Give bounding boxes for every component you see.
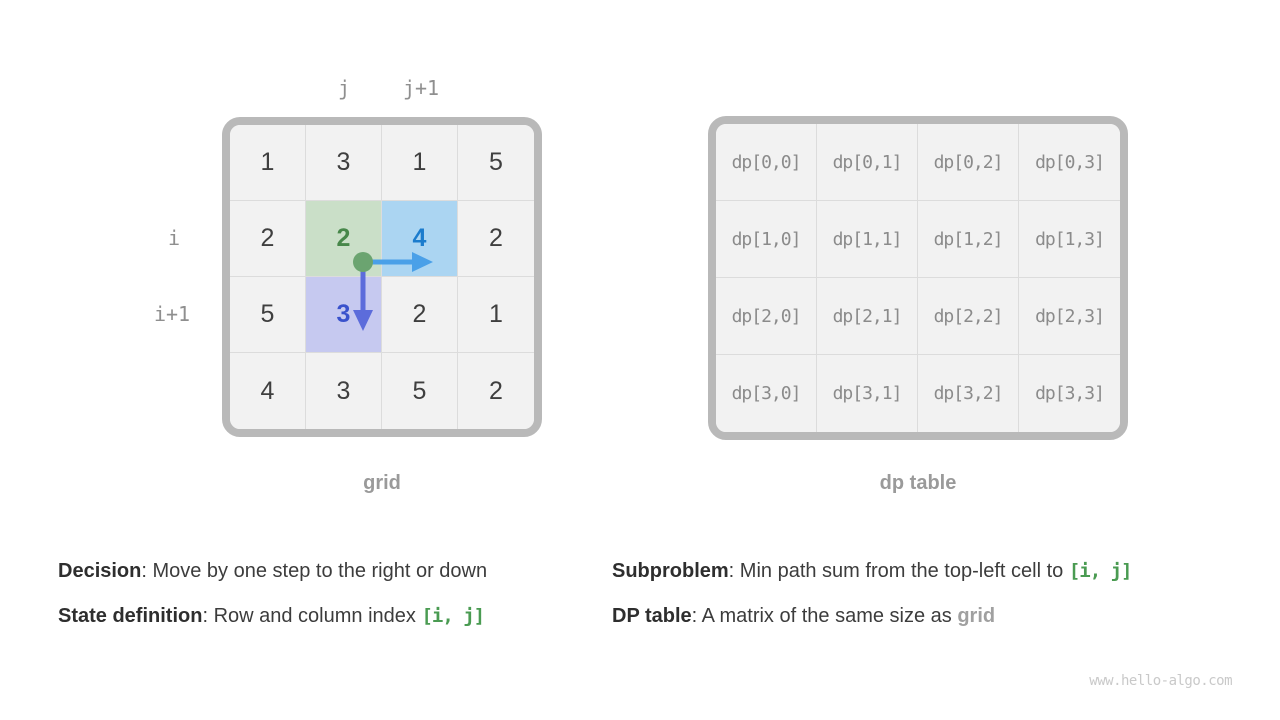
dp-cell: dp[1,0] xyxy=(716,201,817,278)
col-index-label-j: j xyxy=(337,76,351,100)
note-text: : A matrix of the same size as xyxy=(691,605,958,627)
grid-cell-current: 2 xyxy=(306,201,382,277)
grid-cell: 2 xyxy=(382,277,458,353)
note-label: Decision xyxy=(58,560,142,582)
note-state-definition: State definition: Row and column index [… xyxy=(58,594,487,639)
note-label: DP table xyxy=(612,605,692,627)
grid-cell: 3 xyxy=(306,353,382,429)
dp-cell: dp[0,0] xyxy=(716,124,817,201)
grid-cell: 5 xyxy=(458,125,534,201)
dp-cell: dp[3,2] xyxy=(918,355,1019,432)
dp-cell: dp[0,1] xyxy=(817,124,918,201)
grid-cell-down-target: 3 xyxy=(306,277,382,353)
note-dp-table: DP table: A matrix of the same size as g… xyxy=(612,594,1131,639)
notes-left: Decision: Move by one step to the right … xyxy=(58,549,487,639)
note-text: : Min path sum from the top-left cell to xyxy=(728,560,1069,582)
dp-cell: dp[2,1] xyxy=(817,278,918,355)
grid-cell: 3 xyxy=(306,125,382,201)
dp-cell: dp[0,2] xyxy=(918,124,1019,201)
dp-cell: dp[0,3] xyxy=(1019,124,1120,201)
grid-matrix: 1 3 1 5 2 2 4 2 5 3 2 1 4 3 5 2 xyxy=(222,117,542,437)
dp-cell: dp[1,3] xyxy=(1019,201,1120,278)
dp-cell: dp[2,0] xyxy=(716,278,817,355)
note-code: [i, j] xyxy=(421,605,485,627)
grid-cell: 2 xyxy=(230,201,306,277)
grid-cell-right-target: 4 xyxy=(382,201,458,277)
grid-cell: 5 xyxy=(230,277,306,353)
grid-cell: 5 xyxy=(382,353,458,429)
col-index-label-j-plus-1: j+1 xyxy=(402,76,440,100)
grid-cell: 2 xyxy=(458,353,534,429)
note-subproblem: Subproblem: Min path sum from the top-le… xyxy=(612,549,1133,594)
dp-cell: dp[3,3] xyxy=(1019,355,1120,432)
grid-cell: 1 xyxy=(382,125,458,201)
grid-caption: grid xyxy=(363,472,401,494)
dp-cell: dp[1,2] xyxy=(918,201,1019,278)
note-decision: Decision: Move by one step to the right … xyxy=(58,549,487,594)
dp-cell: dp[3,1] xyxy=(817,355,918,432)
note-code: [i, j] xyxy=(1068,560,1133,582)
row-index-label-i: i xyxy=(167,226,181,250)
dp-matrix: dp[0,0] dp[0,1] dp[0,2] dp[0,3] dp[1,0] … xyxy=(708,116,1128,440)
grid-cell: 2 xyxy=(458,201,534,277)
note-text: : Row and column index xyxy=(202,605,422,627)
grid-cell: 1 xyxy=(458,277,534,353)
dp-cell: dp[2,3] xyxy=(1019,278,1120,355)
dp-cell: dp[2,2] xyxy=(918,278,1019,355)
note-emphasis: grid xyxy=(957,605,996,627)
note-label: State definition xyxy=(58,605,203,627)
grid-cell: 4 xyxy=(230,353,306,429)
watermark: www.hello-algo.com xyxy=(1089,673,1232,689)
row-index-label-i-plus-1: i+1 xyxy=(153,302,191,326)
dp-cell: dp[1,1] xyxy=(817,201,918,278)
note-label: Subproblem xyxy=(612,560,729,582)
dp-table-caption: dp table xyxy=(879,472,957,494)
notes-right: Subproblem: Min path sum from the top-le… xyxy=(612,549,1133,639)
grid-cell: 1 xyxy=(230,125,306,201)
note-text: : Move by one step to the right or down xyxy=(141,560,488,582)
dp-cell: dp[3,0] xyxy=(716,355,817,432)
